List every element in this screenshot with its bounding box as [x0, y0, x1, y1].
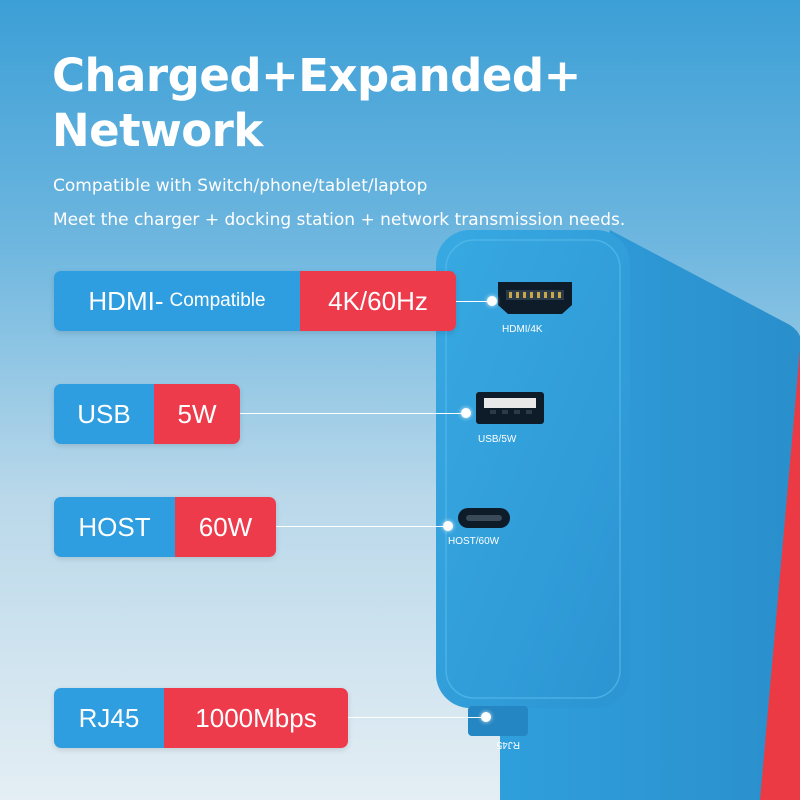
- spec-usb: USB 5W: [54, 384, 240, 444]
- host-port-label: HOST/60W: [448, 536, 500, 547]
- spec-hdmi: HDMI-Compatible 4K/60Hz: [54, 271, 456, 331]
- device-face: [436, 230, 630, 708]
- spec-hdmi-key: HDMI-Compatible: [54, 271, 300, 331]
- usb-leader-line: [240, 413, 464, 414]
- headline-line-2: Network: [52, 104, 263, 157]
- usb-port: [476, 392, 544, 424]
- host-leader-line: [276, 526, 446, 527]
- spec-host-value: 60W: [175, 497, 276, 557]
- spec-host: HOST 60W: [54, 497, 276, 557]
- hdmi-callout-dot: [487, 296, 497, 306]
- usb-port-label: USB/5W: [478, 434, 517, 445]
- spec-rj45-key: RJ45: [54, 688, 164, 748]
- spec-rj45: RJ45 1000Mbps: [54, 688, 348, 748]
- spec-hdmi-value: 4K/60Hz: [300, 271, 456, 331]
- headline: Charged+Expanded+ Network: [52, 48, 581, 158]
- spec-rj45-value: 1000Mbps: [164, 688, 348, 748]
- spec-usb-key: USB: [54, 384, 154, 444]
- spec-host-key: HOST: [54, 497, 175, 557]
- subtitle-line-2: Meet the charger + docking station + net…: [53, 210, 626, 230]
- headline-line-1: Charged+Expanded+: [52, 49, 581, 102]
- rj45-leader-line: [348, 717, 484, 718]
- hdmi-port: [498, 282, 572, 314]
- hdmi-port-label: HDMI/4K: [502, 324, 543, 335]
- hdmi-leader-line: [456, 301, 490, 302]
- rj45-port: [468, 706, 528, 736]
- rj45-port-label: RJ45: [496, 739, 520, 750]
- rj45-callout-dot: [481, 712, 491, 722]
- host-callout-dot: [443, 521, 453, 531]
- subtitle-line-1: Compatible with Switch/phone/tablet/lapt…: [53, 176, 428, 196]
- usb-c-port: [458, 508, 510, 528]
- spec-usb-value: 5W: [154, 384, 240, 444]
- usb-callout-dot: [461, 408, 471, 418]
